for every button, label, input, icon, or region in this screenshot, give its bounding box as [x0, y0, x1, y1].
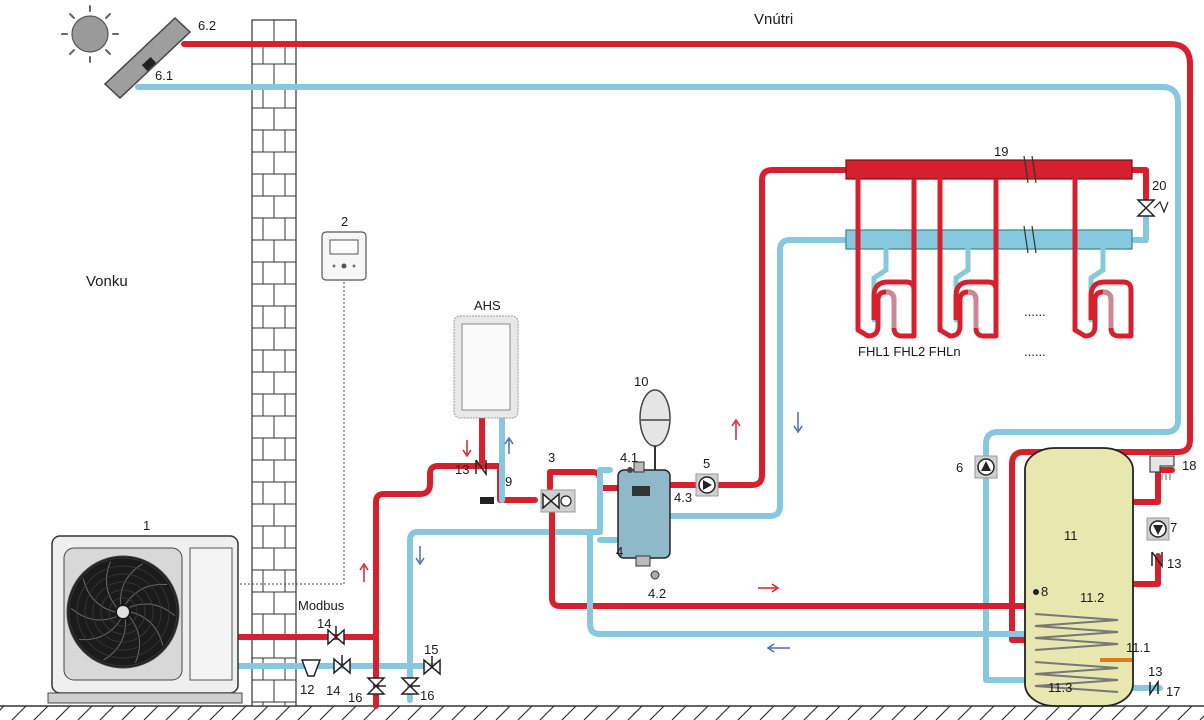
- label-4-3: 4.3: [674, 490, 692, 505]
- label-11-2: 11.2: [1080, 590, 1104, 605]
- label-8: 8: [1041, 584, 1048, 599]
- pump-6-icon: [974, 455, 998, 479]
- drain-valve-icon: [423, 656, 441, 676]
- label-16a: 16: [348, 690, 362, 705]
- label-4-1: 4.1: [620, 450, 638, 465]
- expansion-vessel: [639, 389, 671, 478]
- label-2: 2: [341, 214, 348, 229]
- label-11-1: 11.1: [1126, 640, 1150, 655]
- flow-arrows: [359, 412, 803, 653]
- label-7: 7: [1170, 520, 1177, 535]
- filter-icon: [300, 659, 322, 677]
- check-valve-icon: [1149, 679, 1159, 697]
- solar-cold-pipe: [135, 84, 1181, 683]
- label-6: 6: [956, 460, 963, 475]
- label-16b: 16: [420, 688, 434, 703]
- bypass-hot: [1129, 167, 1149, 201]
- label-12: 12: [300, 682, 314, 697]
- label-ahs: AHS: [474, 298, 501, 313]
- label-20: 20: [1152, 178, 1166, 193]
- balance-tank: [617, 461, 671, 580]
- dhw-return-pipe: [587, 467, 1028, 637]
- bypass-valve-icon: [1136, 199, 1169, 217]
- label-6-2: 6.2: [198, 18, 216, 33]
- zone-outside-label: Vonku: [86, 273, 128, 290]
- manifold-return-bar: [845, 229, 1133, 250]
- manifold-breaks: [1023, 155, 1037, 254]
- label-15: 15: [424, 642, 438, 657]
- label-13-ahs: 13: [455, 462, 469, 477]
- solar-panel: [103, 16, 192, 100]
- label-loop-dots-2: ......: [1024, 344, 1046, 359]
- pump-5-icon: [695, 473, 719, 497]
- label-17: 17: [1166, 684, 1180, 699]
- label-13-dhw: 13: [1167, 556, 1181, 571]
- manifold-return-pipe: [675, 237, 851, 519]
- label-14b: 14: [326, 683, 340, 698]
- bypass-cold: [1129, 215, 1149, 243]
- label-5: 5: [703, 456, 710, 471]
- dhw-tank: [1024, 447, 1134, 707]
- label-19: 19: [994, 144, 1008, 159]
- tank-coil-upper: [1034, 613, 1119, 651]
- check-valve-icon: [475, 459, 487, 477]
- drain-valve-icon: [400, 677, 420, 695]
- wall: [251, 19, 297, 707]
- label-18: 18: [1182, 458, 1196, 473]
- label-14a: 14: [317, 616, 331, 631]
- manifold-supply-bar: [845, 159, 1133, 180]
- drain-valve-icon: [366, 677, 386, 695]
- label-10: 10: [634, 374, 648, 389]
- label-4: 4: [616, 544, 623, 559]
- tap-icon: [1149, 455, 1175, 480]
- manifold-supply-pipe: [713, 167, 851, 488]
- flow-sensor-icon: [480, 497, 494, 504]
- label-modbus: Modbus: [298, 598, 345, 613]
- label-11-3: 11.3: [1048, 680, 1072, 695]
- label-11: 11: [1064, 528, 1078, 543]
- ground: [0, 705, 1204, 720]
- tank-coil-lower: [1034, 661, 1119, 693]
- return-riser: [407, 529, 603, 703]
- floor-heating-loops: [855, 176, 1134, 339]
- valve-to-buffer-pipe: [547, 469, 621, 491]
- label-floor-loops: FHL1 FHL2 FHLn: [858, 344, 961, 359]
- label-6-1: 6.1: [155, 68, 173, 83]
- controller: [321, 231, 367, 281]
- sun-icon: [61, 5, 119, 63]
- label-loop-dots: ......: [1024, 304, 1046, 319]
- label-9: 9: [505, 474, 512, 489]
- shutoff-valve-icon: [333, 655, 351, 675]
- t5-sensor-dot: [1033, 589, 1039, 595]
- dhw-supply-pipe: [549, 509, 1028, 609]
- pump-7-icon: [1146, 517, 1170, 541]
- ahs-unit: [453, 315, 519, 419]
- zone-inside-label: Vnútri: [754, 11, 793, 28]
- label-3: 3: [548, 450, 555, 465]
- three-way-valve-icon: [540, 489, 576, 513]
- solar-hot-pipe: [181, 41, 1193, 643]
- check-valve-icon: [1151, 551, 1163, 569]
- modbus-link: [240, 282, 345, 585]
- label-4-2: 4.2: [648, 586, 666, 601]
- label-13-cold: 13: [1148, 664, 1162, 679]
- label-1: 1: [143, 518, 150, 533]
- shutoff-valve-icon: [327, 626, 345, 646]
- outdoor-unit: [47, 535, 243, 704]
